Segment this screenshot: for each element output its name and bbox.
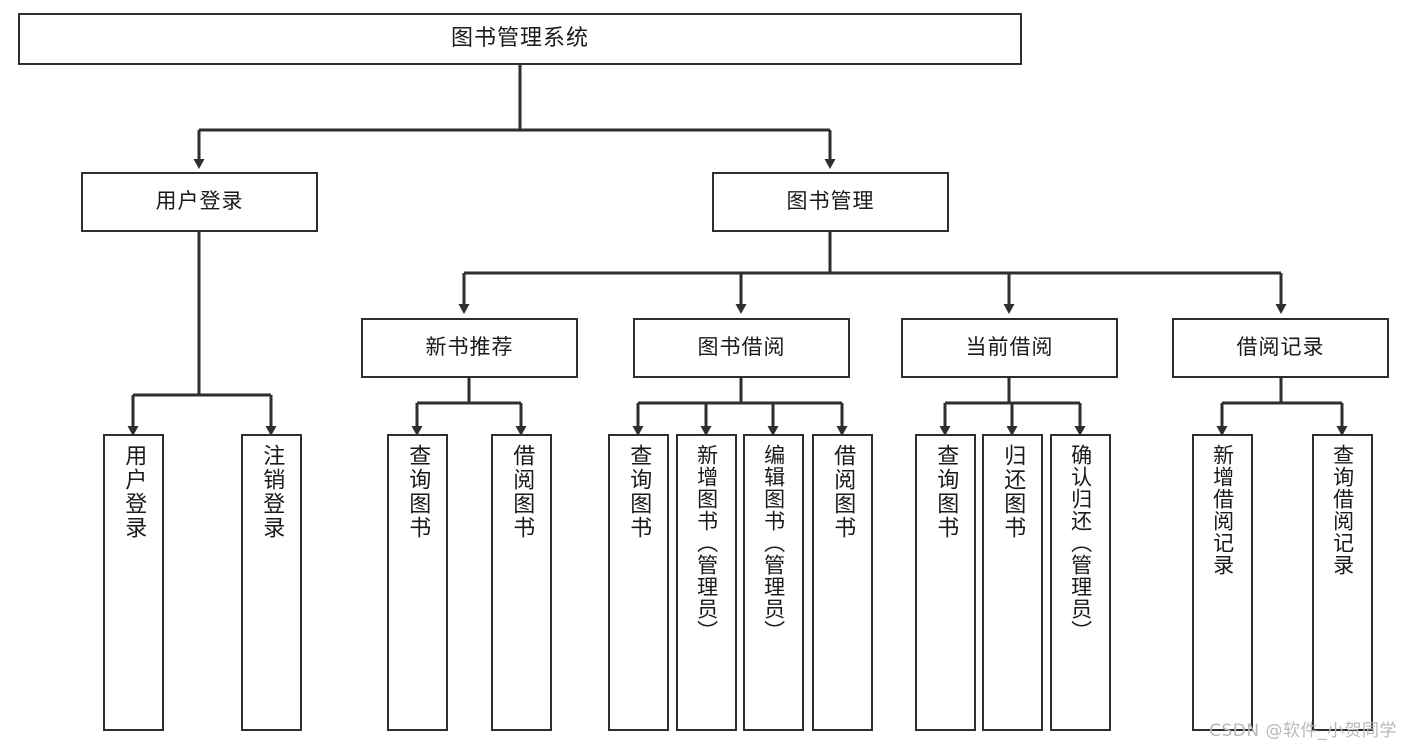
node-label: 注销登录: [259, 444, 285, 540]
leaf-query-book-1[interactable]: 查询图书: [387, 434, 448, 731]
leaf-add-book[interactable]: 新增图书（管理员）: [676, 434, 737, 731]
node-borrow-record[interactable]: 借阅记录: [1172, 318, 1389, 378]
node-user-login[interactable]: 用户登录: [81, 172, 318, 232]
leaf-edit-book[interactable]: 编辑图书（管理员）: [743, 434, 804, 731]
node-label: 查询借阅记录: [1330, 444, 1355, 576]
node-root-system[interactable]: 图书管理系统: [18, 13, 1022, 65]
node-label: 编辑图书（管理员）: [761, 444, 786, 642]
node-label: 借阅记录: [1236, 335, 1325, 360]
node-label: 图书借阅: [697, 335, 786, 360]
leaf-user-login[interactable]: 用户登录: [103, 434, 164, 731]
node-current-borrow[interactable]: 当前借阅: [901, 318, 1118, 378]
node-label: 新书推荐: [425, 335, 514, 360]
leaf-add-record[interactable]: 新增借阅记录: [1192, 434, 1253, 731]
node-label: 用户登录: [155, 189, 244, 214]
watermark: CSDN @软件_小贺同学: [1209, 721, 1397, 741]
node-label: 新增图书（管理员）: [694, 444, 719, 642]
leaf-return-book[interactable]: 归还图书: [982, 434, 1043, 731]
node-new-book-recommend[interactable]: 新书推荐: [361, 318, 578, 378]
node-label: 图书管理: [786, 189, 875, 214]
node-label: 当前借阅: [965, 335, 1054, 360]
node-book-borrow[interactable]: 图书借阅: [633, 318, 850, 378]
node-label: 用户登录: [121, 444, 147, 540]
leaf-borrow-book-1[interactable]: 借阅图书: [491, 434, 552, 731]
node-label: 新增借阅记录: [1210, 444, 1235, 576]
leaf-borrow-book-2[interactable]: 借阅图书: [812, 434, 873, 731]
node-label: 图书管理系统: [450, 25, 589, 51]
node-book-manage[interactable]: 图书管理: [712, 172, 949, 232]
node-label: 归还图书: [1000, 444, 1026, 540]
node-label: 查询图书: [626, 444, 652, 540]
leaf-query-book-2[interactable]: 查询图书: [608, 434, 669, 731]
leaf-logout-login[interactable]: 注销登录: [241, 434, 302, 731]
node-label: 借阅图书: [830, 444, 856, 540]
node-label: 查询图书: [933, 444, 959, 540]
leaf-query-record[interactable]: 查询借阅记录: [1312, 434, 1373, 731]
leaf-confirm-return[interactable]: 确认归还（管理员）: [1050, 434, 1111, 731]
node-label: 确认归还（管理员）: [1068, 444, 1093, 642]
node-label: 借阅图书: [509, 444, 535, 540]
leaf-query-book-3[interactable]: 查询图书: [915, 434, 976, 731]
node-label: 查询图书: [405, 444, 431, 540]
